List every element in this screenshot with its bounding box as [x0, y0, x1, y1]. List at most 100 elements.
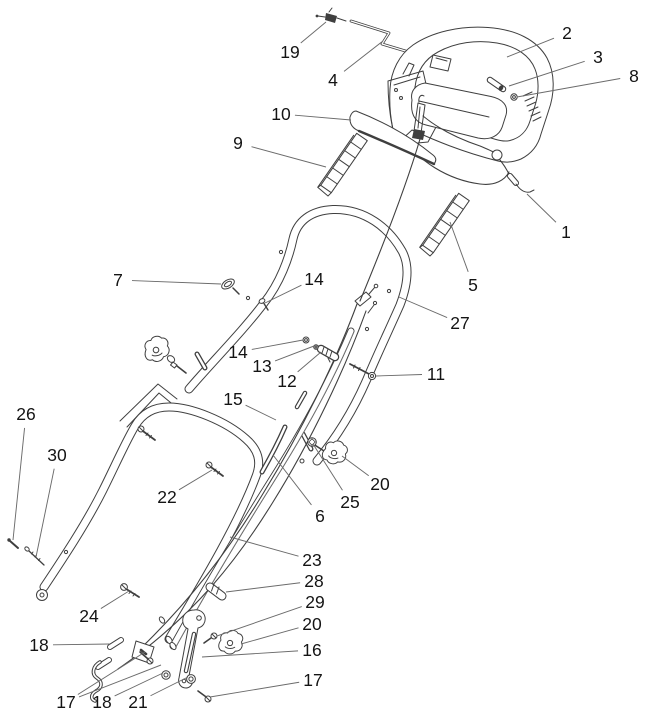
callout-label-19: 19	[280, 42, 299, 62]
leader-line-3	[508, 60, 585, 87]
carriage-bolt-left	[166, 355, 187, 374]
callout-label-7: 7	[113, 270, 123, 290]
leader-line-18	[114, 672, 164, 697]
callout-label-15: 15	[223, 389, 242, 409]
bolt-11	[349, 363, 377, 381]
leader-line-9	[251, 146, 327, 168]
grip-strip-left	[317, 132, 368, 197]
star-knob-left	[140, 333, 173, 365]
leader-line-6	[272, 454, 312, 506]
leader-line-20	[240, 627, 299, 645]
clamp-washer	[313, 344, 319, 350]
cable-clip	[315, 7, 347, 23]
callout-label-29: 29	[305, 592, 324, 612]
screw-left-leg	[137, 425, 156, 441]
leader-line-17	[209, 681, 300, 698]
leader-line-26	[12, 427, 26, 541]
grip-strip-right	[419, 192, 470, 257]
leader-line-20	[341, 455, 370, 477]
callout-label-30: 30	[47, 445, 67, 465]
leader-line-27	[398, 296, 448, 318]
leader-line-17	[78, 664, 162, 698]
leader-line-25	[312, 443, 343, 491]
callout-label-25: 25	[340, 492, 359, 512]
callout-label-27: 27	[450, 313, 469, 333]
leader-line-18	[52, 643, 111, 646]
callout-label-17: 17	[303, 670, 322, 690]
leader-line-13	[274, 345, 315, 362]
leader-line-19	[300, 21, 327, 44]
cable-clamp	[316, 344, 340, 363]
leader-line-24	[100, 590, 130, 609]
plug-7	[221, 278, 240, 295]
callout-label-5: 5	[468, 275, 478, 295]
screw-24	[120, 583, 140, 598]
leader-line-16	[201, 650, 299, 658]
leader-line-15	[245, 404, 277, 421]
callout-label-20: 20	[302, 614, 322, 634]
nut-21	[186, 674, 196, 684]
screw-22	[205, 461, 224, 477]
leader-line-22	[178, 469, 213, 491]
callout-label-18: 18	[29, 635, 48, 655]
handle-trim-strip	[259, 424, 288, 475]
sleeve-28	[205, 582, 227, 601]
callout-label-28: 28	[304, 571, 323, 591]
leader-line-14	[251, 339, 304, 350]
grip-texture	[522, 91, 542, 122]
leader-line-17	[77, 651, 146, 695]
callout-label-10: 10	[271, 104, 291, 124]
callout-label-13: 13	[252, 356, 271, 376]
leader-line-8	[516, 78, 621, 98]
bracket-16	[178, 609, 206, 689]
callout-label-9: 9	[233, 133, 243, 153]
callout-label-6: 6	[315, 506, 325, 526]
callout-label-18: 18	[92, 692, 111, 712]
handle-pad-top	[349, 110, 437, 166]
callout-label-20: 20	[370, 474, 390, 494]
screw-29	[203, 632, 218, 644]
control-cables	[89, 138, 421, 703]
star-knob-20a	[320, 438, 350, 467]
callout-label-2: 2	[562, 23, 572, 43]
callout-label-11: 11	[427, 364, 445, 384]
leader-line-10	[294, 114, 352, 121]
callout-label-22: 22	[157, 487, 176, 507]
pin-26	[7, 538, 19, 549]
lower-handle-tube	[36, 402, 264, 645]
clamp-nut	[302, 336, 310, 344]
leader-line-11	[375, 373, 423, 377]
callout-label-24: 24	[79, 606, 99, 626]
leader-line-30	[35, 468, 55, 558]
callout-label-17: 17	[56, 692, 75, 712]
callout-label-21: 21	[128, 692, 147, 712]
callout-label-26: 26	[16, 404, 35, 424]
leader-line-29	[216, 606, 302, 637]
screw-14-upper	[258, 298, 269, 311]
leader-line-7	[131, 280, 222, 285]
carriage-bolt-25	[307, 437, 325, 452]
leader-line-12	[297, 351, 322, 373]
callout-label-8: 8	[629, 66, 639, 86]
washer-18b	[161, 670, 171, 680]
callout-label-4: 4	[328, 70, 338, 90]
callout-label-3: 3	[593, 47, 603, 67]
star-knob-20b	[218, 629, 244, 655]
leader-line-23	[229, 536, 299, 557]
spring-pin	[486, 76, 507, 93]
callout-label-23: 23	[302, 550, 321, 570]
leader-line-2	[506, 37, 555, 58]
screw-17b	[197, 690, 212, 703]
leader-line-1	[526, 193, 557, 223]
callout-label-1: 1	[561, 222, 571, 242]
callout-label-14: 14	[304, 269, 324, 289]
leader-line-5	[449, 221, 469, 273]
leader-line-14	[264, 284, 302, 304]
callout-label-12: 12	[277, 371, 296, 391]
leader-line-28	[225, 582, 301, 593]
leader-line-21	[150, 676, 189, 697]
screw-30	[24, 546, 45, 566]
